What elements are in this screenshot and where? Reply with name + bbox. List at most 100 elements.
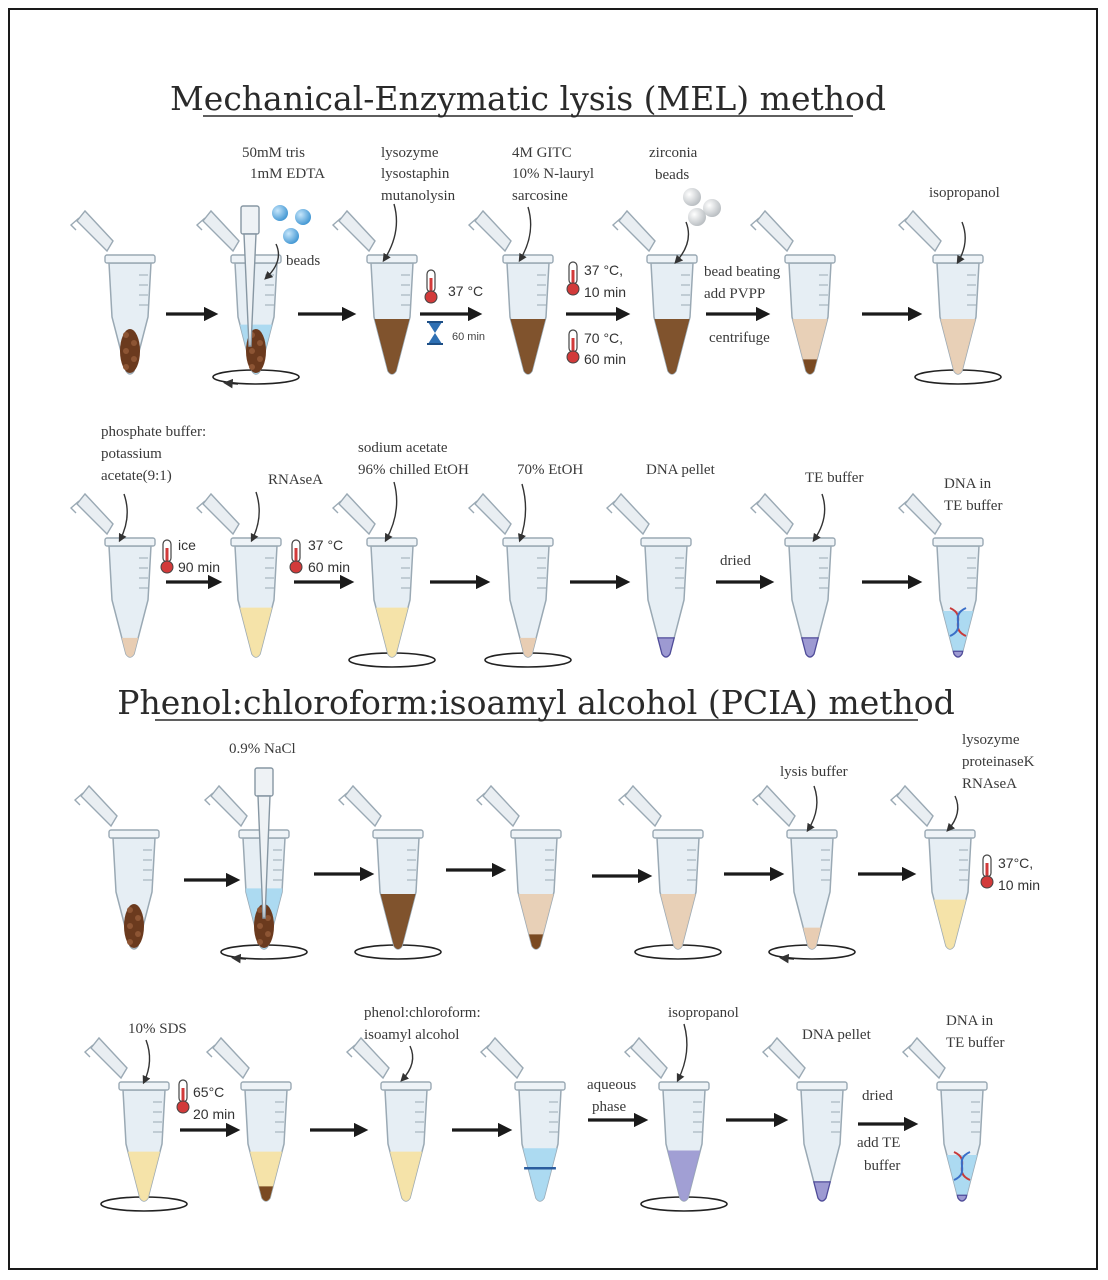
stool-texture <box>127 907 133 913</box>
cond-aqueous: aqueous <box>587 1077 636 1093</box>
label-lysozyme: lysozyme <box>381 145 439 161</box>
label-te-buffer: TE buffer <box>805 470 863 486</box>
thermometer-bulb <box>176 1100 190 1114</box>
pipette-handle <box>254 767 274 797</box>
microcentrifuge-tube-icon <box>897 209 1002 385</box>
cond-temp-sds: 65°C <box>193 1084 224 1100</box>
label-pci1: phenol:chloroform: <box>364 1005 481 1021</box>
tube-lid-tab <box>331 217 342 231</box>
reagent-arrow <box>812 493 826 543</box>
microcentrifuge-tube-icon <box>73 784 160 950</box>
tube-lid-tab <box>195 217 206 231</box>
tube-lid-tab <box>749 217 760 231</box>
tube-lid <box>908 1036 946 1080</box>
tube-rim <box>784 254 836 264</box>
tube-rim <box>786 829 838 839</box>
bead-icon <box>683 188 701 206</box>
icons-layer <box>160 188 994 1114</box>
reagent-arrow <box>250 491 260 543</box>
tube-rim <box>924 829 976 839</box>
reagent-arrow <box>676 1023 688 1083</box>
tube-lid <box>768 1036 806 1080</box>
tube-rim <box>658 1081 710 1091</box>
thermometer-icon <box>424 269 438 304</box>
bead-icon <box>283 228 299 244</box>
tube-pellet <box>801 637 819 658</box>
label-isopropanol2: isopropanol <box>668 1005 739 1021</box>
tube-lid-tab <box>475 792 486 806</box>
tube-rim <box>366 537 418 547</box>
tube-rim <box>104 254 156 264</box>
cond-temp-pcia: 37°C, <box>998 855 1033 871</box>
tube-rim <box>932 537 984 547</box>
tube-rim <box>502 254 554 264</box>
cond-temp3: 70 °C, <box>584 330 623 346</box>
microcentrifuge-tube-icon <box>475 784 562 950</box>
microcentrifuge-tube-icon <box>467 492 572 668</box>
label-phosphate: phosphate buffer: <box>101 424 206 440</box>
label-isopropanol: isopropanol <box>929 185 1000 201</box>
microcentrifuge-tube-icon <box>749 492 836 658</box>
microcentrifuge-tube-icon <box>605 492 692 658</box>
stool-sample <box>120 329 140 373</box>
tube-lid-tab <box>889 792 900 806</box>
tube-pellet <box>121 637 139 657</box>
tube-lid <box>612 492 650 536</box>
stool-texture <box>127 939 133 945</box>
stool-texture <box>131 356 137 362</box>
reagent-arrow <box>518 206 532 263</box>
tube-lid <box>338 492 376 536</box>
tube-lid-tab <box>897 500 908 514</box>
label-sds: 10% SDS <box>128 1021 187 1037</box>
arrows-layer <box>118 203 966 1138</box>
tube-rim <box>784 537 836 547</box>
tube-lid <box>76 492 114 536</box>
dna-helix-icon <box>949 607 967 637</box>
tube-lid-tab <box>611 217 622 231</box>
tube-pellet <box>802 359 818 374</box>
microcentrifuge-tube-icon <box>761 1036 848 1202</box>
tube-lid-tab <box>901 1044 912 1058</box>
dna-strand <box>953 1151 971 1181</box>
microcentrifuge-tube-icon <box>751 784 856 964</box>
pipette-tip <box>257 795 271 919</box>
tube-lid <box>210 784 248 828</box>
tube-lid <box>758 784 796 828</box>
tube-liquid <box>510 319 546 374</box>
thermometer-bulb <box>289 560 303 574</box>
tube-lid <box>352 1036 390 1080</box>
tube-lid <box>896 784 934 828</box>
tube-rim <box>510 829 562 839</box>
thermometer-bulb <box>566 282 580 296</box>
tube-rim <box>514 1081 566 1091</box>
stool-texture <box>257 356 263 362</box>
mel-title: Mechanical-Enzymatic lysis (MEL) method <box>170 79 886 118</box>
reagent-arrow <box>806 785 818 833</box>
tube-pellet <box>657 637 675 658</box>
stool-texture <box>249 364 255 370</box>
tube-liquid <box>792 319 828 374</box>
label-dna-in-te: TE buffer <box>944 498 1002 514</box>
dna-helix-icon <box>953 1151 971 1181</box>
tube-rim <box>230 254 282 264</box>
tube-lid-tab <box>195 500 206 514</box>
tube-lid-tab <box>749 500 760 514</box>
pipette-icon <box>240 205 260 347</box>
stool-texture <box>123 332 129 338</box>
tube-rim <box>796 1081 848 1091</box>
microcentrifuge-tube-icon <box>749 209 836 375</box>
tube-lid-tab <box>345 1044 356 1058</box>
label-potassium: potassium <box>101 446 162 462</box>
tube-lid <box>904 492 942 536</box>
reagent-arrow <box>142 1039 151 1085</box>
label-lysozyme2: lysozyme <box>962 732 1020 748</box>
cond-time1: 60 min <box>452 331 485 343</box>
thermometer-bulb <box>566 350 580 364</box>
tube-liquid <box>660 894 696 949</box>
tube-pellet <box>258 1186 274 1201</box>
stool-texture <box>135 931 141 937</box>
cond-add-pvpp: add PVPP <box>704 286 765 302</box>
tube-pellet <box>803 927 821 949</box>
tube-rim <box>646 254 698 264</box>
tube-lid <box>338 209 376 253</box>
